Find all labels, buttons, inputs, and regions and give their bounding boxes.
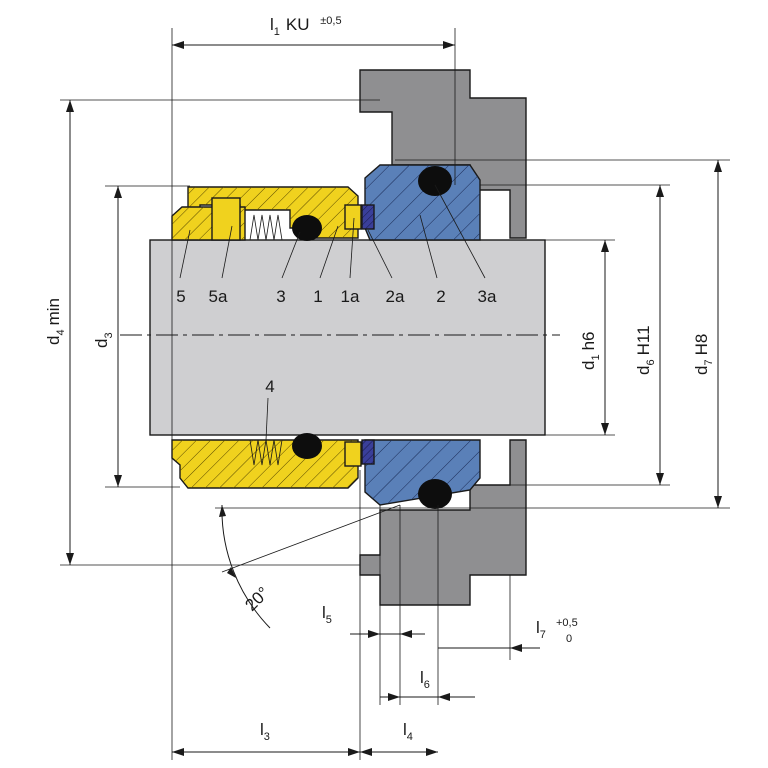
dim-l7-label: l7 [536,618,546,641]
dim-l5-label: l5 [322,603,332,626]
dim-d4-label: d4min [44,298,67,345]
part-label-3a: 3a [478,287,497,306]
dim-d1-label: d1h6 [579,331,602,370]
o-ring-3-lower [292,433,322,459]
part-label-2: 2 [436,287,445,306]
dim-l4-label: l4 [403,720,413,743]
dim-d3-label: d3 [92,332,115,348]
leader-lines [179,184,486,441]
spring-upper [249,214,283,241]
set-screw-upper [211,197,241,241]
part-label-1: 1 [313,287,322,306]
extension-lines [60,28,730,760]
dim-l3-label: l3 [260,720,270,743]
dim-l6-label: l6 [420,668,430,691]
dim-l7-tol-upper: +0,5 [556,617,578,629]
seal-face-1a-lower [344,441,362,467]
stationary-seat [364,164,481,506]
seal-face-1a-upper [344,204,362,230]
dim-l7-tol-lower: 0 [566,633,572,645]
o-ring-3-upper [292,215,322,241]
dim-d7-label: d7H8 [692,334,715,375]
o-ring-3a-upper [418,166,452,196]
part-label-5: 5 [176,287,185,306]
o-ring-3a-lower [418,479,452,509]
part-label-3: 3 [276,287,285,306]
part-label-1a: 1a [341,287,360,306]
dim-d6-label: d6H11 [634,325,657,375]
housing-upper [359,69,527,239]
part-label-4: 4 [265,377,274,396]
part-labels: 5 5a 3 1 1a 2a 2 3a 4 [176,287,497,396]
angle-label: 20° [241,583,273,615]
part-label-2a: 2a [386,287,405,306]
dimension-lines [66,41,722,756]
part-label-5a: 5a [209,287,228,306]
shaft [149,239,546,436]
